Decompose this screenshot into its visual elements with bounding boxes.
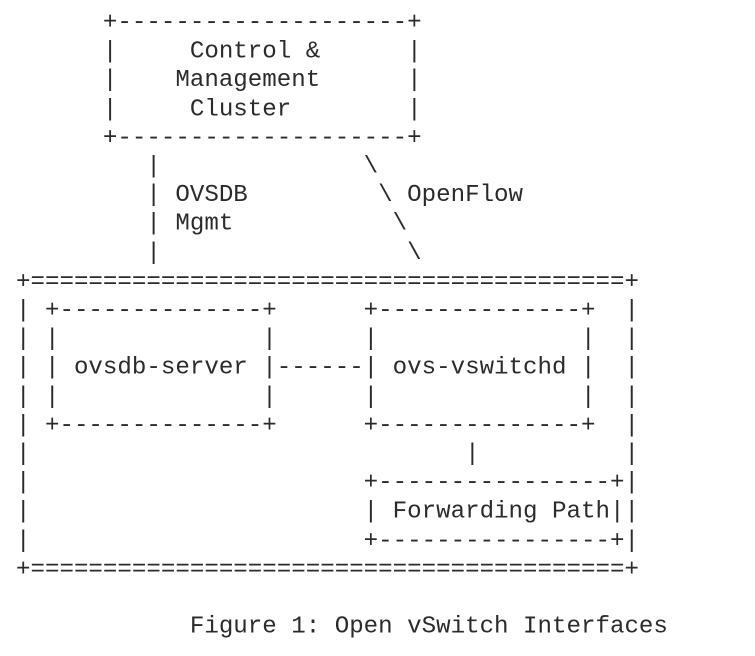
diagram-line: | | ovsdb-server |------| ovs-vswitchd |… [16, 355, 639, 382]
diagram-line: +=======================================… [16, 556, 639, 584]
diagram-line: Figure 1: Open vSwitch Interfaces [16, 614, 668, 641]
diagram-line: | +--------------+ +--------------+ | [16, 412, 639, 440]
diagram-line: | \ [16, 153, 379, 181]
diagram-line: | | | | | | [16, 383, 639, 411]
diagram-line: | +----------------+| [16, 470, 639, 497]
diagram-line: | Cluster | [16, 96, 422, 123]
diagram-line: | | | [16, 441, 639, 469]
diagram-line: +--------------------+ [16, 9, 422, 37]
diagram-line: | Mgmt \ [16, 211, 408, 238]
diagram-line: | +--------------+ +--------------+ | [16, 297, 639, 325]
diagram-line: | | Forwarding Path|| [16, 498, 639, 526]
diagram-line: | \ [16, 240, 422, 267]
diagram-line: | Management | [16, 67, 422, 95]
diagram-line: +--------------------+ [16, 125, 422, 152]
ascii-diagram: +--------------------+ | Control & | | M… [16, 9, 668, 642]
diagram-line: | | | | | | [16, 326, 639, 353]
diagram-line: | Control & | [16, 38, 422, 66]
diagram-line: | OVSDB \ OpenFlow [16, 182, 524, 210]
diagram-line: | +----------------+| [16, 527, 639, 555]
diagram-line: +=======================================… [16, 268, 639, 296]
